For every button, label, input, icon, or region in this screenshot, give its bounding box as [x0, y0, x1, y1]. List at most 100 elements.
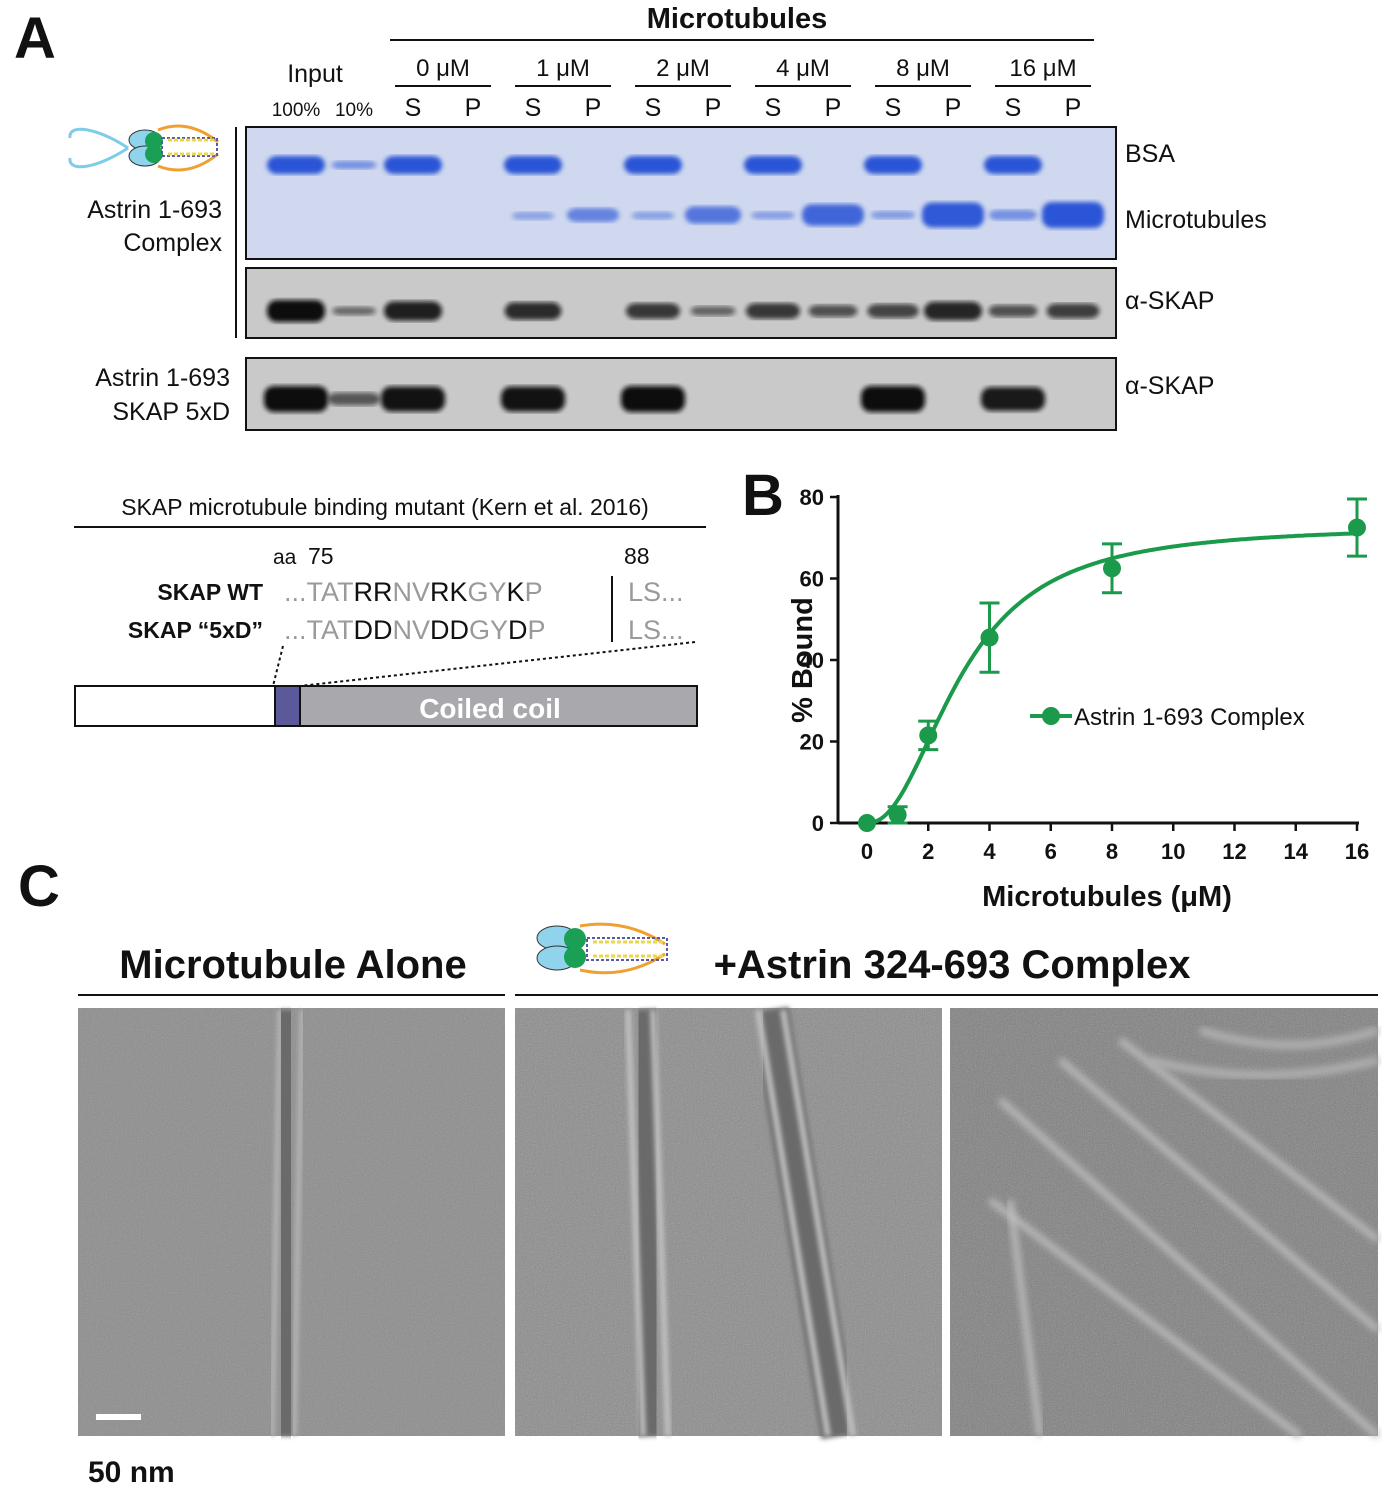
marker — [1103, 559, 1121, 578]
band — [625, 303, 681, 319]
residue-group: RK — [430, 577, 468, 607]
y-tick-label: 60 — [800, 567, 824, 592]
zoom-line-right — [299, 641, 696, 687]
residue-group: D — [508, 615, 528, 645]
pos-end: 88 — [624, 543, 650, 569]
skap-blot — [245, 267, 1117, 339]
em-image-complex-1 — [515, 1006, 942, 1440]
band — [624, 156, 682, 174]
x-tick-label: 4 — [983, 839, 996, 864]
band — [332, 306, 376, 316]
band — [988, 209, 1038, 221]
marker — [980, 628, 999, 647]
right-header: +Astrin 324-693 Complex — [714, 943, 1191, 987]
concentration-label: 4 μM — [776, 55, 830, 82]
data-point — [918, 719, 939, 752]
label-skap-top: α-SKAP — [1125, 287, 1214, 315]
wt-tail: LS... — [628, 577, 684, 607]
scale-bar — [96, 1414, 141, 1420]
data-point — [1102, 542, 1122, 595]
zoom-line-left — [272, 645, 284, 687]
mut-tail: LS... — [628, 615, 684, 645]
aa-label: aa — [273, 546, 297, 569]
y-tick-label: 20 — [800, 730, 824, 755]
y-tick-label: 40 — [800, 648, 824, 673]
row1-label-line1: Astrin 1-693 — [87, 196, 222, 224]
x-tick-label: 6 — [1045, 839, 1057, 864]
x-tick-label: 0 — [861, 839, 873, 864]
fraction-label: S — [645, 94, 662, 122]
residue-group: GY — [469, 615, 508, 645]
mutant-title: SKAP microtubule binding mutant (Kern et… — [121, 494, 649, 520]
band — [861, 386, 925, 412]
band — [267, 300, 325, 322]
concentration-label: 2 μM — [656, 55, 710, 82]
band — [511, 211, 555, 220]
fraction-label: P — [825, 94, 842, 122]
band — [267, 156, 325, 174]
row2-label-line2: SKAP 5xD — [112, 398, 230, 426]
concentration-label: 8 μM — [896, 55, 950, 82]
wt-sequence: ...TATRRNVRKGYKP — [284, 577, 543, 607]
label-bsa: BSA — [1125, 140, 1175, 168]
band — [924, 301, 982, 321]
microtubules-header: Microtubules — [647, 3, 827, 35]
scale-bar-label: 50 nm — [88, 1456, 175, 1489]
fraction-label: P — [585, 94, 602, 122]
fraction-label: P — [1065, 94, 1082, 122]
band — [684, 206, 742, 224]
marker — [858, 814, 876, 832]
band — [501, 386, 565, 412]
coiled-coil-domain — [299, 685, 698, 727]
fraction-label: P — [945, 94, 962, 122]
fraction-label: S — [405, 94, 422, 122]
marker — [919, 726, 938, 745]
x-tick-label: 14 — [1284, 839, 1309, 864]
x-tick-label: 12 — [1222, 839, 1246, 864]
complex-cartoon-icon — [68, 124, 219, 172]
band — [870, 211, 916, 220]
x-tick-label: 10 — [1161, 839, 1185, 864]
residue-group: P — [525, 577, 543, 607]
fraction-label: S — [525, 94, 542, 122]
x-axis-label: Microtubules (μM) — [982, 881, 1232, 913]
x-tick-label: 16 — [1345, 839, 1369, 864]
band — [745, 303, 801, 319]
residue-group: DD — [354, 615, 393, 645]
band — [631, 211, 675, 220]
band — [264, 386, 328, 412]
x-tick-label: 8 — [1106, 839, 1118, 864]
row1-label-line2: Complex — [123, 229, 222, 257]
em-image-complex-2 — [950, 1008, 1381, 1439]
band — [384, 301, 442, 321]
input-lane-label: 100% — [272, 100, 321, 121]
band — [864, 156, 922, 174]
marker — [1348, 518, 1366, 537]
residue-group: GY — [468, 577, 507, 607]
legend-marker — [1042, 707, 1060, 725]
legend-label: Astrin 1-693 Complex — [1074, 704, 1305, 731]
band — [331, 160, 377, 170]
band — [327, 392, 381, 406]
band — [867, 304, 919, 318]
band — [1042, 202, 1104, 228]
fraction-label: P — [705, 94, 722, 122]
data-point — [1347, 497, 1367, 558]
band — [984, 156, 1042, 174]
band — [808, 304, 858, 318]
label-microtubules: Microtubules — [1125, 206, 1267, 234]
data-point — [979, 601, 1000, 674]
concentration-label: 1 μM — [536, 55, 590, 82]
band — [751, 211, 795, 220]
left-header: Microtubule Alone — [119, 943, 466, 987]
band — [922, 202, 984, 228]
residue-group: ...TAT — [284, 577, 354, 607]
pos-start: 75 — [308, 543, 334, 569]
wt-label: SKAP WT — [157, 579, 263, 605]
band — [621, 386, 685, 412]
complex-cartoon-icon-2 — [536, 922, 668, 975]
y-tick-label: 0 — [812, 811, 824, 836]
row2-label-line1: Astrin 1-693 — [95, 364, 230, 392]
